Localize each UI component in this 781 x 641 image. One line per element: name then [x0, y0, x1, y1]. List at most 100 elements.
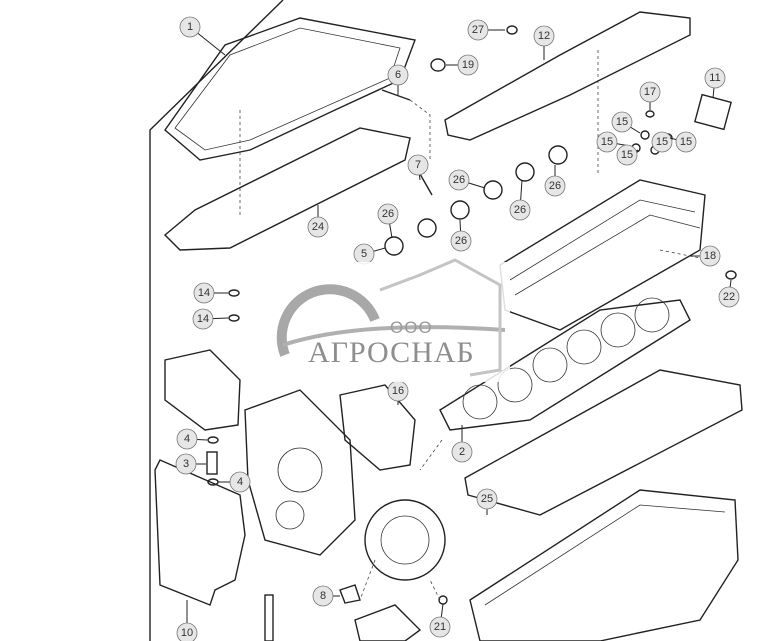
callout-number: 21 [434, 621, 446, 633]
callout-2: 2 [451, 425, 473, 463]
small-gasket [694, 93, 732, 131]
callout-21: 21 [429, 603, 451, 638]
callout-5: 5 [353, 243, 386, 265]
callout-number: 26 [549, 180, 561, 192]
callout-bubble [450, 230, 472, 252]
callout-number: 18 [704, 250, 716, 262]
callout-number: 15 [616, 116, 628, 128]
callout-number: 25 [481, 493, 493, 505]
callout-bubble [448, 169, 470, 191]
water-pump-housing [164, 349, 241, 431]
callout-number: 6 [395, 69, 401, 81]
callout-number: 27 [472, 24, 484, 36]
callout-number: 4 [184, 433, 190, 445]
callout-bubble [457, 54, 479, 76]
callout-number: 22 [723, 291, 735, 303]
callout-bubble [596, 131, 618, 153]
callout-17: 17 [639, 81, 661, 110]
callout-number: 2 [459, 446, 465, 458]
callout-number: 16 [392, 385, 404, 397]
callout-number: 17 [644, 86, 656, 98]
callout-27: 27 [467, 19, 505, 41]
intake-manifold-gasket [444, 11, 691, 141]
callout-bubble [179, 16, 201, 38]
callout-bubble [407, 154, 429, 176]
callout-bubble [675, 131, 697, 153]
watermark-name: АГРОСНАБ [308, 336, 475, 369]
callout-number: 12 [538, 30, 550, 42]
callout-number: 8 [320, 590, 326, 602]
callout-number: 4 [237, 476, 243, 488]
callout-bubble [476, 488, 498, 510]
oil-pan [469, 489, 739, 641]
callout-10: 10 [176, 600, 198, 641]
timing-gear-housing [244, 389, 356, 556]
callout-14: 14 [192, 308, 229, 330]
turbocharger [364, 499, 446, 581]
callout-bubble [651, 131, 673, 153]
callout-number: 15 [621, 149, 633, 161]
callout-bubble [451, 441, 473, 463]
callout-7: 7 [407, 154, 429, 181]
callout-number: 1 [187, 21, 193, 33]
callout-12: 12 [533, 25, 555, 60]
callout-26: 26 [377, 203, 399, 239]
callout-bubble [718, 286, 740, 308]
callout-26: 26 [509, 179, 531, 221]
callout-6: 6 [387, 64, 409, 95]
oil-pan-gasket [464, 369, 743, 516]
callout-3: 3 [175, 453, 206, 475]
callout-bubble [377, 203, 399, 225]
callout-18: 18 [690, 245, 721, 267]
callout-number: 14 [198, 287, 210, 299]
callout-number: 19 [462, 59, 474, 71]
callout-15: 15 [651, 131, 673, 153]
callout-number: 15 [680, 136, 692, 148]
callout-15: 15 [596, 131, 631, 153]
callout-number: 24 [312, 221, 324, 233]
callout-24: 24 [307, 205, 329, 238]
callout-bubble [611, 111, 633, 133]
callout-19: 19 [446, 54, 479, 76]
callout-15: 15 [616, 144, 639, 166]
callout-bubble [193, 282, 215, 304]
callout-number: 5 [361, 248, 367, 260]
callout-number: 26 [514, 204, 526, 216]
callout-number: 7 [415, 159, 421, 171]
callout-bubble [387, 64, 409, 86]
callout-bubble [429, 616, 451, 638]
callout-number: 26 [453, 174, 465, 186]
callout-14: 14 [193, 282, 228, 304]
callout-bubble [544, 175, 566, 197]
head-gasket [439, 299, 691, 431]
callout-25: 25 [476, 488, 498, 515]
callout-4: 4 [176, 428, 208, 450]
callout-22: 22 [718, 279, 740, 308]
callout-8: 8 [312, 585, 340, 607]
callout-number: 3 [183, 458, 189, 470]
callout-bubble [467, 19, 489, 41]
callout-15: 15 [611, 111, 641, 134]
callout-26: 26 [448, 169, 486, 191]
callout-16: 16 [387, 380, 409, 405]
callout-number: 10 [181, 627, 193, 639]
callout-bubble [533, 25, 555, 47]
callout-number: 26 [382, 208, 394, 220]
callout-bubble [176, 428, 198, 450]
callout-bubble [639, 81, 661, 103]
timing-cover-gasket [339, 384, 416, 471]
callout-bubble [192, 308, 214, 330]
callout-11: 11 [704, 67, 726, 99]
callout-bubble [176, 622, 198, 641]
callout-bubble [175, 453, 197, 475]
callout-number: 14 [197, 313, 209, 325]
callout-bubble [704, 67, 726, 89]
callout-bubble [699, 245, 721, 267]
callout-bubble [229, 471, 251, 493]
valve-cover-gasket [163, 127, 411, 251]
callout-1: 1 [179, 16, 226, 56]
callout-number: 26 [455, 235, 467, 247]
callout-bubble [616, 144, 638, 166]
